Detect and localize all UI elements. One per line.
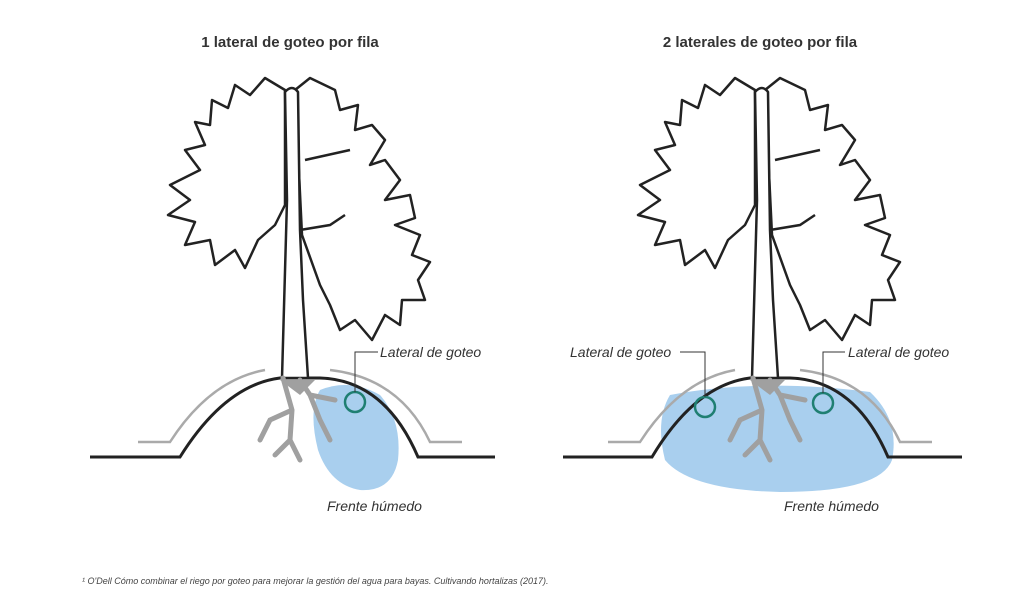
leader-line bbox=[354, 351, 378, 392]
mulch-line bbox=[608, 368, 932, 444]
panel-two-laterals: 2 laterales de goteo por fila Lateral de… bbox=[563, 34, 962, 514]
lateral-label-left: Lateral de goteo bbox=[570, 344, 671, 360]
wet-front-label: Frente húmedo bbox=[327, 498, 422, 514]
mulch-line bbox=[138, 368, 462, 444]
panel-one-lateral: 1 lateral de goteo por fila Lateral de g… bbox=[90, 34, 495, 514]
wet-front-label: Frente húmedo bbox=[784, 498, 879, 514]
footnote: ¹ O'Dell Cómo combinar el riego por gote… bbox=[82, 576, 549, 586]
lateral-label-right: Lateral de goteo bbox=[848, 344, 949, 360]
lateral-label: Lateral de goteo bbox=[380, 344, 481, 360]
panel-title: 1 lateral de goteo por fila bbox=[201, 34, 379, 51]
wet-front-area bbox=[313, 385, 399, 491]
plant bbox=[168, 78, 430, 460]
leader-line bbox=[822, 351, 845, 393]
wet-front-area bbox=[661, 385, 894, 492]
leader-line bbox=[680, 351, 706, 397]
panel-title: 2 laterales de goteo por fila bbox=[663, 34, 858, 51]
